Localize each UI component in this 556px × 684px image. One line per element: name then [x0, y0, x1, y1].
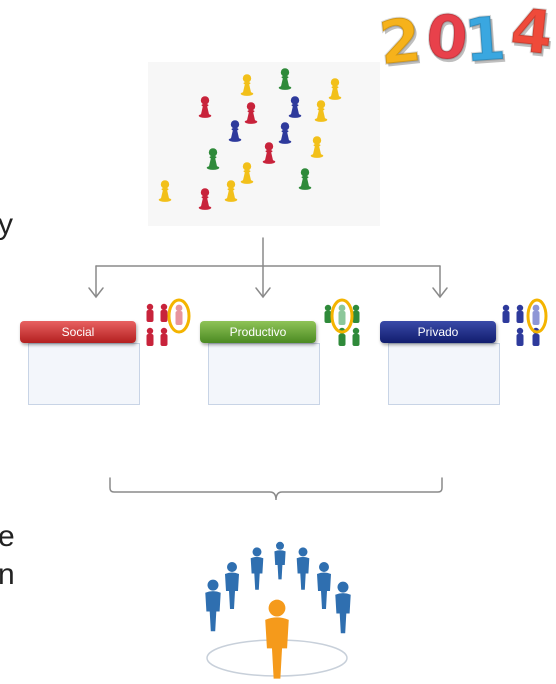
pawns-picture — [148, 62, 380, 226]
highlight-ring — [526, 298, 548, 334]
network-person — [205, 579, 221, 632]
panel-header-privado: Privado — [380, 321, 496, 343]
highlight-ring — [330, 298, 354, 334]
panel-productivo: Productivo — [200, 321, 320, 405]
people-network-picture — [205, 541, 351, 679]
network-person — [274, 541, 286, 580]
side-letter-y: y — [0, 208, 13, 241]
arrowhead-productivo — [255, 287, 271, 299]
side-letter-n: n — [0, 558, 15, 591]
pawn-group-productivo — [324, 298, 360, 346]
pawn-group-privado — [502, 298, 548, 346]
network-person — [317, 562, 331, 609]
panel-box — [28, 343, 140, 405]
panel-social: Social — [20, 321, 140, 405]
panel-header-social: Social — [20, 321, 136, 343]
network-person — [250, 547, 264, 590]
arrowhead-social — [88, 287, 104, 299]
panel-box — [388, 343, 500, 405]
arrowhead-privado — [432, 287, 448, 299]
panel-privado: Privado — [380, 321, 500, 405]
panel-box — [208, 343, 320, 405]
highlight-ring — [167, 298, 191, 334]
side-letter-e: e — [0, 520, 15, 553]
network-center-person — [265, 599, 289, 679]
network-person — [335, 581, 351, 634]
panel-header-productivo: Productivo — [200, 321, 316, 343]
network-person — [296, 547, 310, 590]
network-person — [225, 562, 239, 609]
bottom-bracket — [109, 477, 443, 501]
pawn-group-social — [146, 298, 191, 346]
